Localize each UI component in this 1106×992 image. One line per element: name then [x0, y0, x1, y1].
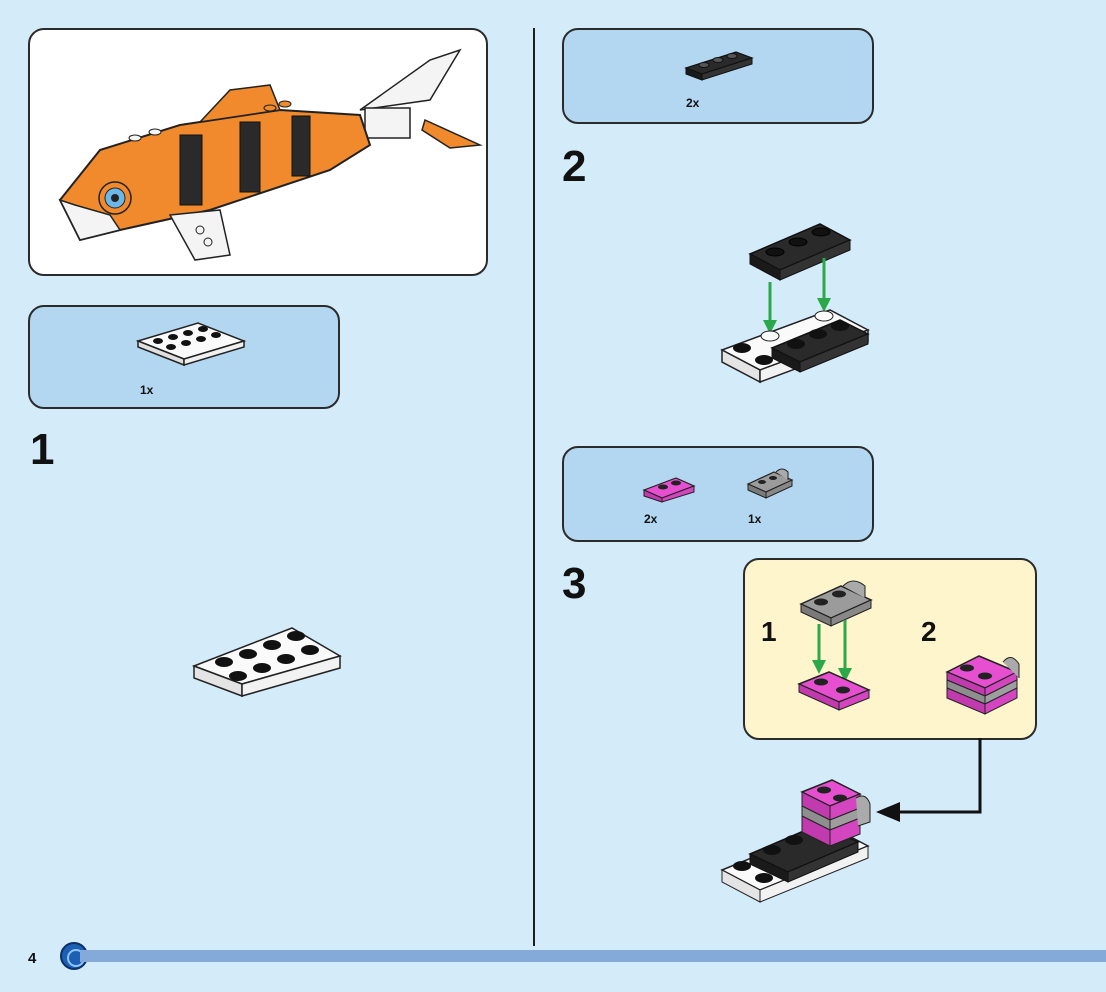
- substep2-illustration: [945, 655, 1020, 715]
- green-arrow-head: [838, 668, 852, 682]
- step3-number: 3: [562, 559, 587, 608]
- black-plate-1x3-part: [684, 51, 754, 81]
- green-arrow-head: [817, 298, 831, 312]
- step1-part-qty: 1x: [140, 383, 154, 397]
- page-number: 4: [28, 950, 37, 967]
- column-divider: [533, 28, 535, 946]
- substep2-number: 2: [921, 616, 937, 647]
- model-preview-panel: [28, 28, 488, 276]
- green-arrow-head: [763, 320, 777, 334]
- step1-build-white-plate: [191, 627, 342, 698]
- footer-bar: [80, 950, 1106, 962]
- grey-clip-plate-part: [746, 468, 794, 499]
- step3-part1-qty: 2x: [644, 512, 658, 526]
- step2-build-illustration: [720, 223, 870, 384]
- magenta-plate-1x2-part: [642, 477, 696, 503]
- step3-parts-panel: 2x 1x: [562, 446, 874, 542]
- step2-part-qty: 2x: [686, 96, 700, 110]
- step1-number: 1: [30, 425, 55, 474]
- substep1-illustration: [797, 580, 873, 711]
- green-arrow-head: [812, 660, 826, 674]
- fish-model-image: [58, 48, 483, 261]
- step1-parts-panel: 1x: [28, 305, 340, 409]
- step2-parts-panel: 2x: [562, 28, 874, 124]
- white-plate-2x4-part: [135, 322, 247, 367]
- black-connector-arrow: [876, 738, 982, 822]
- step3-build-illustration: [720, 779, 871, 903]
- subassembly-panel: 1 2: [743, 558, 1037, 740]
- page-marker-icon: [60, 942, 88, 970]
- substep1-number: 1: [761, 616, 777, 647]
- step2-number: 2: [562, 142, 587, 191]
- step3-part2-qty: 1x: [748, 512, 762, 526]
